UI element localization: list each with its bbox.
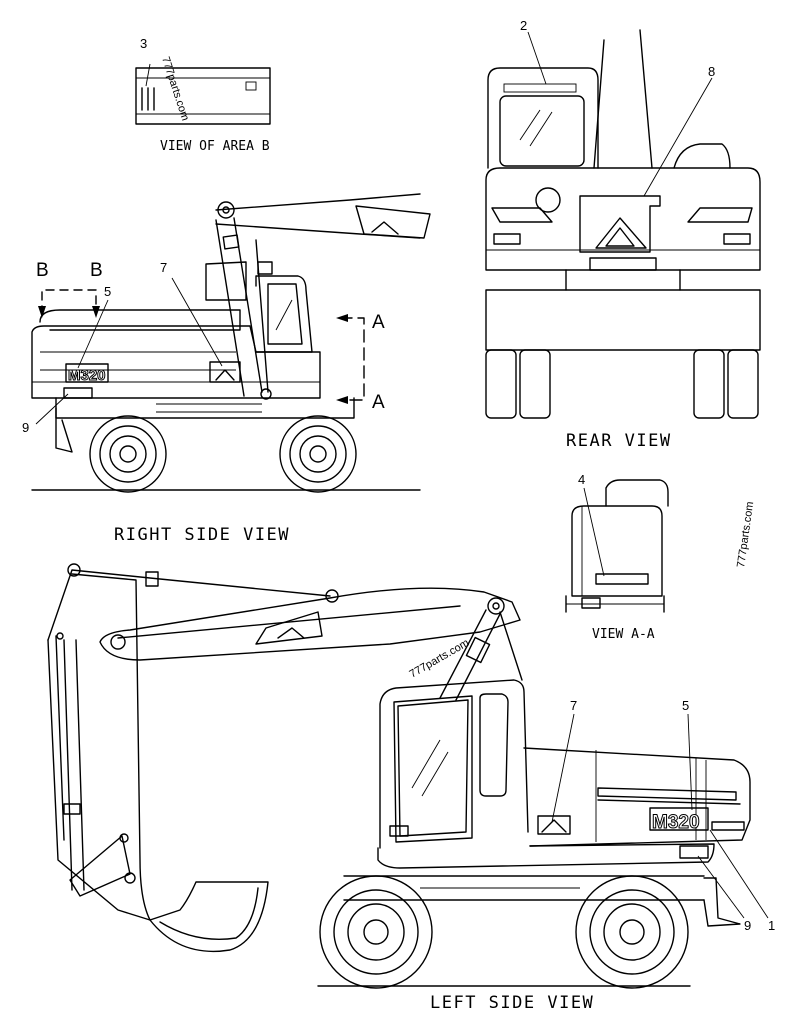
area-b-title: VIEW OF AREA B <box>160 139 270 154</box>
left-side-rear-wheel <box>319 875 433 989</box>
callout-5-right: 5 <box>104 284 111 299</box>
right-side-view: B B A A M320 <box>22 193 431 545</box>
watermark-1: 777parts.com <box>159 55 191 122</box>
callout-7-right: 7 <box>160 260 167 275</box>
view-a-a: 4 VIEW A-A 777parts.com <box>565 472 756 642</box>
callout-4: 4 <box>578 472 585 487</box>
callout-2: 2 <box>520 18 527 33</box>
callout-7-left: 7 <box>570 698 577 713</box>
callout-1: 1 <box>768 918 775 933</box>
watermark-3: 777parts.com <box>408 637 472 681</box>
rear-view-title: REAR VIEW <box>566 431 672 451</box>
section-b-right: B <box>90 260 103 281</box>
callout-3: 3 <box>140 36 147 51</box>
right-side-rear-wheel <box>89 415 167 493</box>
model-decal-left: M320 <box>652 812 700 833</box>
left-side-front-wheel <box>575 875 689 989</box>
rear-view: 2 8 REAR VIEW <box>485 18 761 451</box>
callout-5-left: 5 <box>682 698 689 713</box>
area-b-detail: 3 VIEW OF AREA B 777parts.com <box>135 36 271 154</box>
callout-9-left: 9 <box>744 918 751 933</box>
section-a-top: A <box>372 312 385 333</box>
model-decal-right: M320 <box>68 367 106 384</box>
section-b-left: B <box>36 260 49 281</box>
left-side-title: LEFT SIDE VIEW <box>430 993 594 1013</box>
watermark-2: 777parts.com <box>735 501 756 569</box>
right-side-title: RIGHT SIDE VIEW <box>114 525 290 545</box>
right-side-front-wheel <box>279 415 357 493</box>
left-side-view: M320 7 5 9 1 7 <box>47 563 775 1013</box>
section-a-bottom: A <box>372 392 385 413</box>
callout-8: 8 <box>708 64 715 79</box>
callout-9-right: 9 <box>22 420 29 435</box>
view-a-a-title: VIEW A-A <box>592 627 655 642</box>
